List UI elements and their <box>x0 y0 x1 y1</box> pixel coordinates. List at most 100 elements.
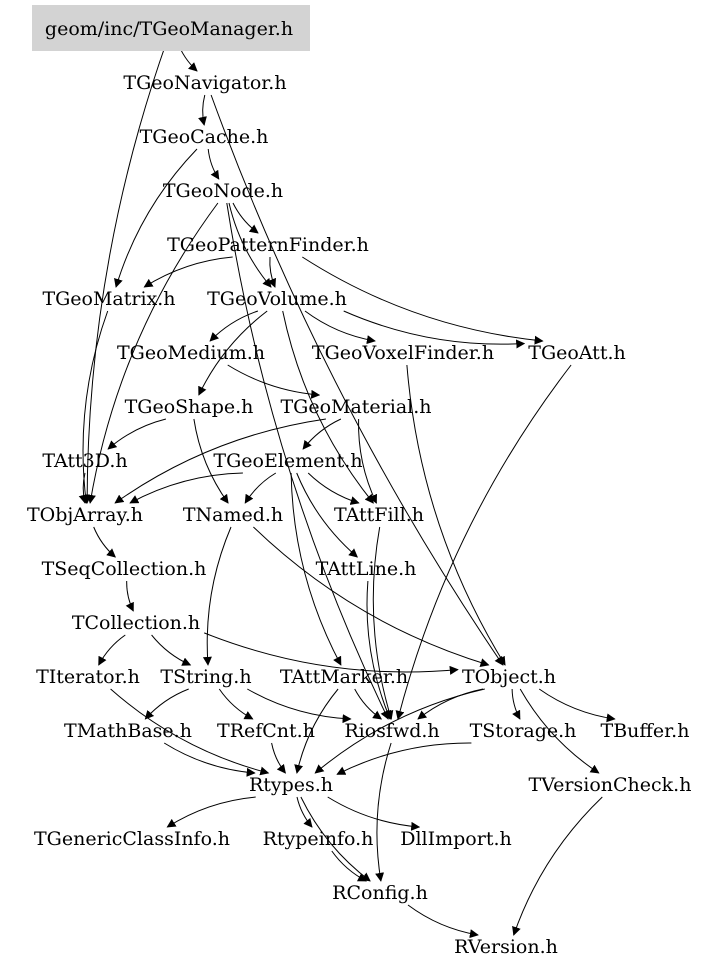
edge-n16-n26 <box>372 526 394 720</box>
node-label: TVersionCheck.h <box>529 774 692 796</box>
node-titerator-h[interactable]: TIterator.h <box>36 666 140 688</box>
node-tversioncheck-h[interactable]: TVersionCheck.h <box>529 774 692 796</box>
node-label: TGeoPatternFinder.h <box>167 234 369 256</box>
edge-n27-n29 <box>336 742 472 775</box>
node-tgeoelement-h[interactable]: TGeoElement.h <box>213 450 362 472</box>
edge-n3-n14 <box>87 202 219 504</box>
node-label: TObject.h <box>462 666 556 688</box>
edge-n6-n16 <box>282 310 374 504</box>
edge-n32-n34 <box>331 850 367 882</box>
node-tattfill-h[interactable]: TAttFill.h <box>334 504 424 526</box>
node-label: geom/inc/TGeoManager.h <box>45 18 293 40</box>
node-tgeocache-h[interactable]: TGeoCache.h <box>140 126 269 148</box>
edge-n3-n26 <box>226 202 389 720</box>
edge-n6-n10 <box>198 310 268 396</box>
edge-n6-n7 <box>209 310 259 342</box>
edge-n18-n26 <box>366 580 392 720</box>
edge-n1-n2 <box>198 94 207 126</box>
node-tgenericclassinfo-h[interactable]: TGenericClassInfo.h <box>34 828 230 850</box>
edge-n13-n14 <box>129 472 243 504</box>
edge-n13-n15 <box>244 472 277 504</box>
node-label: RConfig.h <box>332 882 428 904</box>
node-tobject-h[interactable]: TObject.h <box>462 666 556 688</box>
node-rtypeinfo-h[interactable]: Rtypeinfo.h <box>263 828 374 850</box>
node-tgeonode-h[interactable]: TGeoNode.h <box>163 180 283 202</box>
node-riosfwd-h[interactable]: Riosfwd.h <box>344 720 439 742</box>
node-tobjarray-h[interactable]: TObjArray.h <box>27 504 143 526</box>
node-tattmarker-h[interactable]: TAttMarker.h <box>280 666 408 688</box>
node-tgeomaterial-h[interactable]: TGeoMaterial.h <box>280 396 431 418</box>
node-label: TStorage.h <box>470 720 577 742</box>
node-tgeoshape-h[interactable]: TGeoShape.h <box>125 396 254 418</box>
node-trefcnt-h[interactable]: TRefCnt.h <box>217 720 315 742</box>
edge-n6-n8 <box>304 310 376 345</box>
edge-n4-n6 <box>267 256 276 288</box>
edge-n2-n3 <box>207 148 220 180</box>
edge-n14-n17 <box>93 526 116 558</box>
node-tgeoatt-h[interactable]: TGeoAtt.h <box>528 342 625 364</box>
node-tnamed-h[interactable]: TNamed.h <box>183 504 283 526</box>
edge-n15-n23 <box>253 526 490 667</box>
edge-n23-n26 <box>417 688 484 720</box>
edge-n7-n11 <box>227 364 321 399</box>
node-tattline-h[interactable]: TAttLine.h <box>316 558 417 580</box>
node-tgeovoxelfinder-h[interactable]: TGeoVoxelFinder.h <box>312 342 494 364</box>
node-tgeomedium-h[interactable]: TGeoMedium.h <box>117 342 265 364</box>
edge-n21-n24 <box>144 688 189 720</box>
node-tcollection-h[interactable]: TCollection.h <box>72 612 200 634</box>
node-label: TObjArray.h <box>27 504 143 526</box>
edge-n4-n5 <box>143 256 233 288</box>
edge-n23-n29 <box>314 688 485 774</box>
node-label: TGeoCache.h <box>140 126 269 148</box>
edge-n8-n23 <box>406 364 506 666</box>
node-dllimport-h[interactable]: DllImport.h <box>400 828 512 850</box>
node-geom-inc-tgeomanager-h[interactable]: geom/inc/TGeoManager.h <box>32 5 310 51</box>
node-rtypes-h[interactable]: Rtypes.h <box>249 774 333 796</box>
root-node-highlight <box>32 5 310 51</box>
node-tgeonavigator-h[interactable]: TGeoNavigator.h <box>123 72 286 94</box>
edge-n24-n29 <box>163 742 256 777</box>
node-tbuffer-h[interactable]: TBuffer.h <box>601 720 690 742</box>
node-label: TBuffer.h <box>601 720 690 742</box>
edge-n1-n23 <box>210 94 504 666</box>
node-label: TIterator.h <box>36 666 140 688</box>
edge-n9-n26 <box>395 364 572 720</box>
node-tseqcollection-h[interactable]: TSeqCollection.h <box>42 558 207 580</box>
edge-n26-n34 <box>375 742 392 882</box>
edge-n10-n12 <box>107 418 167 450</box>
node-label: TGeoMaterial.h <box>280 396 431 418</box>
node-label: TMathBase.h <box>64 720 192 742</box>
edge-n19-n23 <box>204 632 459 675</box>
edge-n13-n18 <box>296 472 358 558</box>
node-rconfig-h[interactable]: RConfig.h <box>332 882 428 904</box>
header-nodes: geom/inc/TGeoManager.hTGeoNavigator.hTGe… <box>27 5 691 958</box>
node-rversion-h[interactable]: RVersion.h <box>454 936 558 958</box>
edge-n29-n33 <box>327 796 421 831</box>
node-tgeovolume-h[interactable]: TGeoVolume.h <box>207 288 347 310</box>
node-label: TGenericClassInfo.h <box>34 828 230 850</box>
node-label: TGeoElement.h <box>213 450 362 472</box>
node-label: Rtypeinfo.h <box>263 828 374 850</box>
node-label: TAtt3D.h <box>42 450 127 472</box>
edge-n21-n26 <box>247 688 352 724</box>
node-tgeomatrix-h[interactable]: TGeoMatrix.h <box>42 288 175 310</box>
node-label: Riosfwd.h <box>344 720 439 742</box>
edge-n29-n31 <box>166 796 256 828</box>
edge-n19-n21 <box>151 634 192 666</box>
node-label: RVersion.h <box>454 936 558 958</box>
node-tstring-h[interactable]: TString.h <box>160 666 251 688</box>
edge-n23-n30 <box>519 688 600 774</box>
edge-n4-n9 <box>302 256 544 345</box>
dependency-edges <box>78 40 616 939</box>
node-tatt3d-h[interactable]: TAtt3D.h <box>42 450 127 472</box>
node-tmathbase-h[interactable]: TMathBase.h <box>64 720 192 742</box>
edge-n11-n13 <box>302 418 342 450</box>
node-tgeopatternfinder-h[interactable]: TGeoPatternFinder.h <box>167 234 369 256</box>
edge-n23-n28 <box>538 688 616 723</box>
node-tstorage-h[interactable]: TStorage.h <box>470 720 577 742</box>
edge-n34-n35 <box>407 904 479 939</box>
node-label: TGeoMatrix.h <box>42 288 175 310</box>
edge-n22-n26 <box>354 688 383 720</box>
node-label: TAttFill.h <box>334 504 424 526</box>
